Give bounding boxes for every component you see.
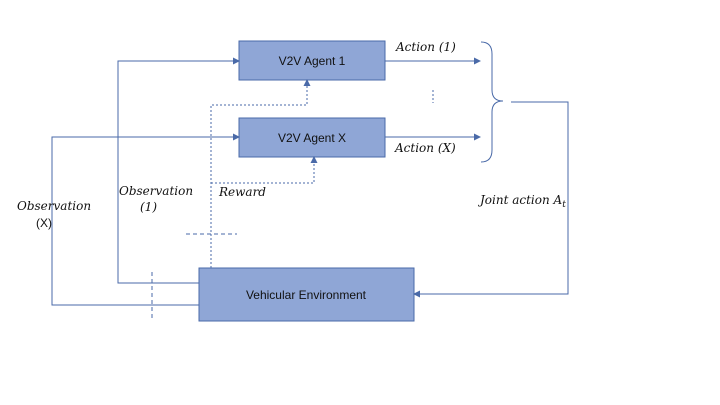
action-x-label: Action (X)	[394, 141, 456, 155]
observation-x-arrow	[51, 133, 240, 306]
agent-x-box[interactable]: V2V Agent X	[238, 117, 386, 158]
reward-arrow-agent-1	[210, 79, 311, 268]
joint-action-subscript: t	[562, 200, 566, 210]
joint-action-label: Joint action At	[477, 193, 566, 210]
reward-label: Reward	[218, 185, 266, 199]
reward-arrow-agent-x	[211, 156, 318, 184]
action-1-label: Action (1)	[395, 40, 456, 54]
joint-action-brace	[480, 41, 504, 163]
observation-1-arrow	[117, 57, 240, 284]
observation-1-index: (1)	[140, 200, 157, 214]
observation-x-index: (X)	[36, 216, 52, 230]
agent-1-label: V2V Agent 1	[279, 54, 346, 68]
environment-box[interactable]: Vehicular Environment	[198, 267, 415, 322]
agent-1-box[interactable]: V2V Agent 1	[238, 40, 386, 81]
observation-x-label: Observation	[17, 199, 91, 213]
joint-action-arrow	[413, 101, 569, 298]
observation-1-label: Observation	[119, 184, 193, 198]
environment-label: Vehicular Environment	[246, 288, 367, 302]
agent-x-label: V2V Agent X	[278, 131, 346, 145]
joint-action-text: Joint action A	[477, 193, 563, 207]
